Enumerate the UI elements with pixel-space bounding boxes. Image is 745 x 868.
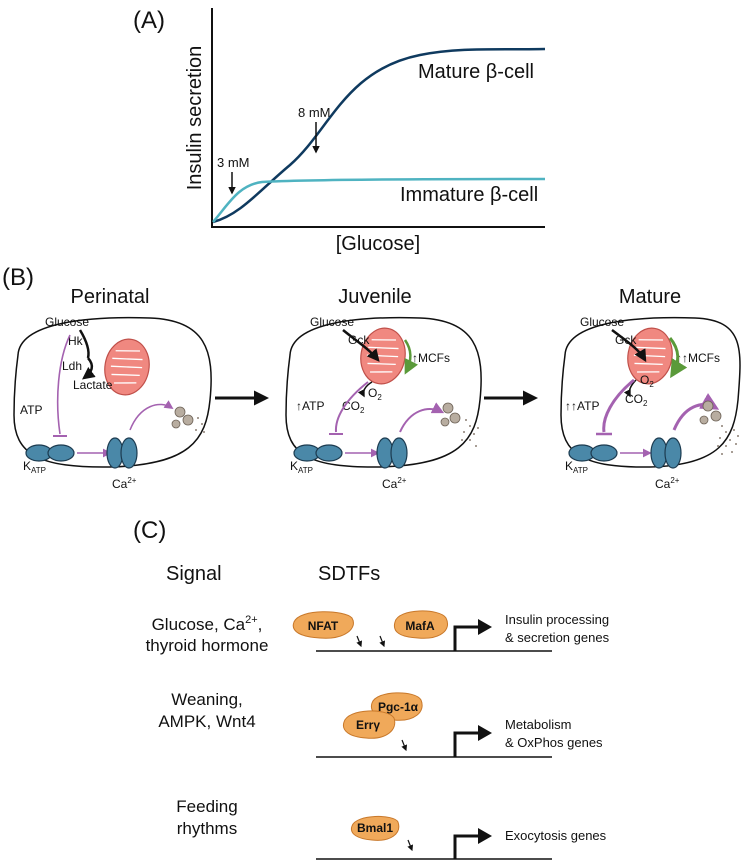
mature-atp: ↑↑ATP (565, 399, 599, 413)
mature-mcfs-arrow (668, 337, 688, 379)
mature-glucose: Glucose (580, 315, 624, 329)
row-2-gene-line2: & OxPhos genes (505, 735, 603, 750)
row-2-tf-erry (342, 710, 396, 739)
row-3: Feeding rhythms Bmal1 Exocytosis genes (176, 797, 607, 860)
row-3-signal-line2: rhythms (177, 819, 237, 838)
juvenile-glucose: Glucose (310, 315, 354, 329)
row-2-gene-line1: Metabolism (505, 717, 571, 732)
mature-curve (212, 47, 546, 224)
row-1-binding-arrow-2 (379, 635, 386, 648)
juvenile-granules (440, 402, 461, 427)
row-1-tf-nfat-label: NFAT (308, 619, 339, 633)
juvenile-gck: Gck (348, 333, 370, 347)
row-2-tss-head (478, 725, 492, 741)
mature-co2: CO2 (625, 392, 648, 408)
perinatal-cell: Glucose Hk Ldh Lactate ATP KATP Ca2+ (13, 315, 212, 491)
row-3-binding-arrow (407, 839, 414, 852)
panel-a-label: (A) (133, 7, 165, 34)
juvenile-mcfs: ↑MCFs (412, 351, 450, 365)
row-1: Glucose, Ca2+, thyroid hormone NFAT MafA… (146, 610, 610, 655)
juvenile-secretion-arrow (399, 402, 445, 433)
immature-label: Immature β-cell (400, 184, 538, 206)
row-3-tss (453, 834, 480, 859)
juvenile-co2-arrow (357, 381, 373, 398)
perinatal-lactate: Lactate (73, 378, 113, 392)
perinatal-ca-label: Ca2+ (112, 476, 137, 491)
panel-a-x-label: [Glucose] (336, 233, 420, 255)
stage-title-mature: Mature (619, 286, 681, 308)
row-3-tf-bmal1-label: Bmal1 (357, 821, 393, 835)
juvenile-mcfs-arrow (403, 339, 419, 375)
perinatal-glucose: Glucose (45, 315, 89, 329)
row-2-signal-line1: Weaning, (171, 690, 243, 709)
row-1-signal-line2: thyroid hormone (146, 636, 269, 655)
row-1-tss (453, 625, 480, 651)
juvenile-ca-label: Ca2+ (382, 476, 407, 491)
mature-glucose-arrow (611, 329, 647, 363)
panel-a-y-label: Insulin secretion (184, 46, 206, 191)
row-2-binding-arrow (401, 739, 408, 752)
perinatal-glucose-arrow (78, 329, 90, 359)
perinatal-atp-inhibit (56, 334, 71, 435)
mature-release-dots (717, 425, 739, 455)
stage-title-perinatal: Perinatal (71, 286, 150, 308)
row-2-signal-line2: AMPK, Wnt4 (158, 712, 255, 731)
mature-co2-arrow (623, 379, 637, 398)
mature-ca-label: Ca2+ (655, 476, 680, 491)
mature-label: Mature β-cell (418, 61, 534, 83)
row-1-signal-line1: Glucose, Ca2+, (152, 614, 263, 634)
perinatal-katp-label: KATP (23, 459, 46, 475)
row-1-tf-mafa-label: MafA (405, 619, 435, 633)
perinatal-atp: ATP (20, 403, 42, 417)
mature-o2: O2 (640, 373, 654, 389)
mature-granules (699, 400, 722, 425)
perinatal-lactate-arrow (82, 357, 96, 380)
row-2: Weaning, AMPK, Wnt4 Pgc-1α Errγ Metaboli… (158, 690, 603, 758)
row-1-gene-line2: & secretion genes (505, 630, 610, 645)
sdtf-header: SDTFs (318, 563, 380, 585)
row-1-tss-head (478, 619, 492, 635)
juvenile-atp: ↑ATP (296, 399, 324, 413)
perinatal-release-dots (195, 417, 205, 433)
perinatal-hk: Hk (68, 334, 84, 348)
panel-c-label: (C) (133, 517, 166, 544)
mature-katp-label: KATP (565, 459, 588, 475)
row-1-gene-line1: Insulin processing (505, 612, 609, 627)
juvenile-cell-membrane (285, 316, 482, 468)
row-2-tss (453, 731, 480, 757)
row-3-tf-bmal1 (350, 816, 400, 841)
row-1-binding-arrow-1 (356, 635, 363, 648)
juvenile-o2: O2 (368, 386, 382, 402)
perinatal-secretion-arrow (129, 400, 174, 431)
row-1-tf-nfat (292, 611, 354, 639)
juvenile-cell: Glucose Gck ↑MCFs O2 CO2 ↑ATP KATP Ca2+ (285, 315, 482, 491)
row-2-tf-pgc1a-label: Pgc-1α (378, 700, 419, 714)
mature-cell-membrane (560, 316, 741, 468)
mature-mcfs: ↑↑MCFs (676, 351, 720, 365)
juvenile-atp-inhibit (334, 381, 369, 433)
row-3-tss-head (478, 828, 492, 844)
mature-atp-inhibit (602, 378, 635, 433)
juvenile-katp-label: KATP (290, 459, 313, 475)
stage-title-juvenile: Juvenile (338, 286, 411, 308)
row-3-signal-line1: Feeding (176, 797, 237, 816)
perinatal-ldh: Ldh (62, 359, 82, 373)
panel-b-label: (B) (2, 264, 34, 291)
juvenile-release-dots (461, 419, 479, 447)
row-1-tf-mafa (393, 610, 448, 639)
marker-3mm-label: 3 mM (217, 155, 250, 170)
row-2-tf-erry-label: Errγ (356, 718, 380, 732)
signal-header: Signal (166, 563, 222, 585)
mature-cell: Glucose Gck ↑↑MCFs O2 CO2 ↑↑ATP KATP Ca2… (560, 315, 741, 491)
perinatal-granules (171, 406, 194, 429)
juvenile-glucose-arrow (342, 329, 380, 362)
marker-8mm-label: 8 mM (298, 105, 331, 120)
immature-curve (212, 177, 546, 223)
row-3-gene-line1: Exocytosis genes (505, 828, 607, 843)
